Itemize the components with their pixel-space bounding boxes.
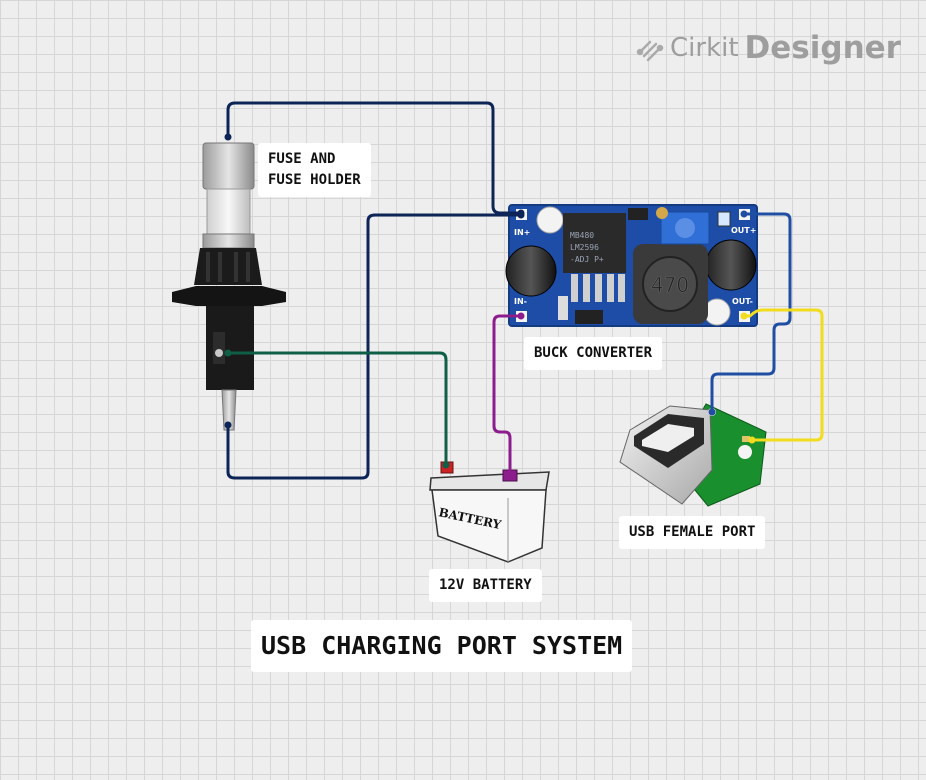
regulator-ic (563, 213, 626, 273)
fuse-glass (206, 188, 251, 242)
battery-case (431, 489, 547, 563)
wire-fuse-to-battery-positive[interactable] (226, 351, 448, 467)
usb-female-port[interactable] (619, 403, 767, 507)
battery[interactable]: BATTERY (429, 461, 550, 563)
diagram-title: USB CHARGING PORT SYSTEM (251, 620, 633, 672)
buck-converter[interactable]: MB480 LM2596 -ADJ P+ 470 IN+ IN- OUT+ OU… (505, 204, 758, 327)
battery-label: 12V BATTERY (429, 569, 542, 602)
svg-text:MB480: MB480 (570, 231, 594, 240)
cirkit-logo-icon (636, 40, 664, 62)
fuse-cap-bottom (202, 233, 255, 249)
pin-label-out-minus: OUT- (732, 297, 753, 306)
svg-text:-ADJ P+: -ADJ P+ (570, 255, 604, 264)
brand-name-part2: Designer (744, 30, 901, 66)
wire-in-minus-to-battery-negative[interactable] (492, 314, 523, 476)
fuse-holder-knob (194, 248, 262, 285)
battery-top (429, 471, 550, 491)
buck-converter-label: BUCK CONVERTER (524, 337, 663, 370)
usb-port-label: USB FEMALE PORT (619, 516, 766, 549)
fuse-holder[interactable] (172, 142, 286, 431)
fuse-cap-top (202, 142, 255, 190)
fuse-holder-terminal (221, 389, 237, 431)
fuse-holder-flange (172, 286, 286, 306)
svg-text:LM2596: LM2596 (570, 243, 599, 252)
input-capacitor (505, 245, 557, 297)
wire-fuse-bottom-loop[interactable] (226, 213, 523, 480)
svg-text:470: 470 (651, 273, 689, 297)
wire-out-minus-to-usb[interactable] (742, 308, 824, 442)
brand-name-part1: Cirkit (670, 33, 739, 63)
fuse-label: FUSE AND FUSE HOLDER (258, 143, 371, 197)
wire-out-plus-to-usb[interactable] (710, 212, 792, 414)
brand-logo: Cirkit Designer (636, 28, 901, 68)
pin-label-in-minus: IN- (514, 297, 527, 306)
pin-label-in-plus: IN+ (514, 228, 530, 237)
wires (224, 101, 824, 480)
pin-label-out-plus: OUT+ (731, 226, 756, 235)
pad-in-plus (536, 206, 564, 234)
output-capacitor (705, 239, 757, 291)
wire-fuse-top-to-in-plus[interactable] (226, 101, 523, 215)
